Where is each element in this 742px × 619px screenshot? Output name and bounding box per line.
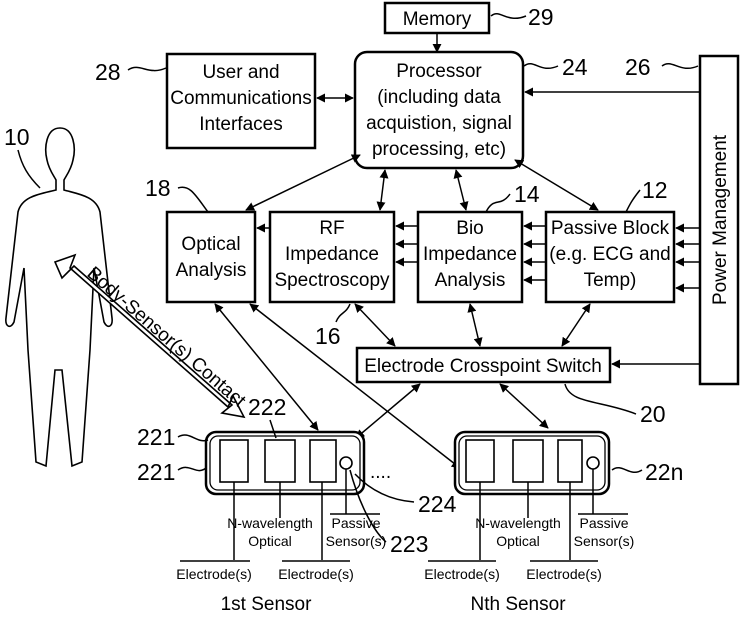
processor-line1: Processor bbox=[396, 61, 482, 82]
s1-nwave-1: N-wavelength bbox=[227, 515, 313, 531]
ref-12: 12 bbox=[642, 177, 668, 203]
user-comm-line2: Communications bbox=[170, 88, 312, 109]
rf-line3: Spectroscopy bbox=[274, 270, 390, 291]
rf-line1: RF bbox=[319, 218, 344, 239]
sn-electrode-2: Electrode(s) bbox=[526, 566, 601, 582]
ref-222: 222 bbox=[248, 394, 286, 420]
ref-24: 24 bbox=[562, 54, 588, 80]
crosspoint-label: Electrode Crosspoint Switch bbox=[364, 356, 602, 377]
optical-line1: Optical bbox=[181, 234, 240, 255]
rf-line2: Impedance bbox=[285, 244, 379, 265]
s1-electrode-2: Electrode(s) bbox=[278, 566, 353, 582]
bio-line1: Bio bbox=[456, 218, 483, 239]
sn-nwave-1: N-wavelength bbox=[475, 515, 561, 531]
processor-line2: (including data bbox=[377, 87, 501, 108]
ref-29: 29 bbox=[528, 4, 554, 30]
ref-16: 16 bbox=[315, 323, 341, 349]
bio-line2: Impedance bbox=[423, 244, 517, 265]
sn-electrode-1: Electrode(s) bbox=[424, 566, 499, 582]
ref-221-b: 221 bbox=[137, 459, 175, 485]
optical-line2: Analysis bbox=[176, 260, 247, 281]
s1-passive-2: Sensor(s) bbox=[326, 533, 387, 549]
sn-passive-2: Sensor(s) bbox=[574, 533, 635, 549]
optical-analysis-block bbox=[167, 212, 255, 302]
passive-line2: (e.g. ECG and bbox=[549, 244, 670, 265]
ref-18: 18 bbox=[145, 175, 171, 201]
nth-sensor-label: Nth Sensor bbox=[470, 594, 566, 615]
bio-line3: Analysis bbox=[435, 270, 506, 291]
user-comm-line1: User and bbox=[202, 62, 279, 83]
processor-line4: processing, etc) bbox=[372, 139, 506, 160]
first-sensor-label: 1st Sensor bbox=[221, 594, 312, 615]
ref-223: 223 bbox=[390, 531, 428, 557]
passive-line1: Passive Block bbox=[551, 218, 670, 239]
power-management-label: Power Management bbox=[710, 134, 731, 305]
s1-nwave-2: Optical bbox=[248, 533, 292, 549]
ref-28: 28 bbox=[95, 59, 121, 85]
passive-line3: Temp) bbox=[584, 270, 637, 291]
ref-10: 10 bbox=[4, 124, 30, 150]
s1-passive-1: Passive bbox=[331, 515, 380, 531]
nth-sensor bbox=[455, 432, 609, 494]
user-comm-line3: Interfaces bbox=[199, 114, 282, 135]
ref-221: 221 bbox=[137, 424, 175, 450]
ref-224: 224 bbox=[418, 491, 457, 517]
first-sensor bbox=[206, 432, 364, 494]
ref-26: 26 bbox=[625, 54, 651, 80]
ref-14: 14 bbox=[514, 181, 540, 207]
ref-20: 20 bbox=[640, 401, 666, 427]
human-figure bbox=[6, 128, 112, 466]
memory-label: Memory bbox=[403, 9, 472, 30]
sn-nwave-2: Optical bbox=[496, 533, 540, 549]
sensor-dots: .... bbox=[370, 462, 391, 483]
s1-electrode-1: Electrode(s) bbox=[176, 566, 251, 582]
ref-22n: 22n bbox=[645, 459, 683, 485]
sn-passive-1: Passive bbox=[579, 515, 628, 531]
processor-line3: acquistion, signal bbox=[366, 113, 512, 134]
